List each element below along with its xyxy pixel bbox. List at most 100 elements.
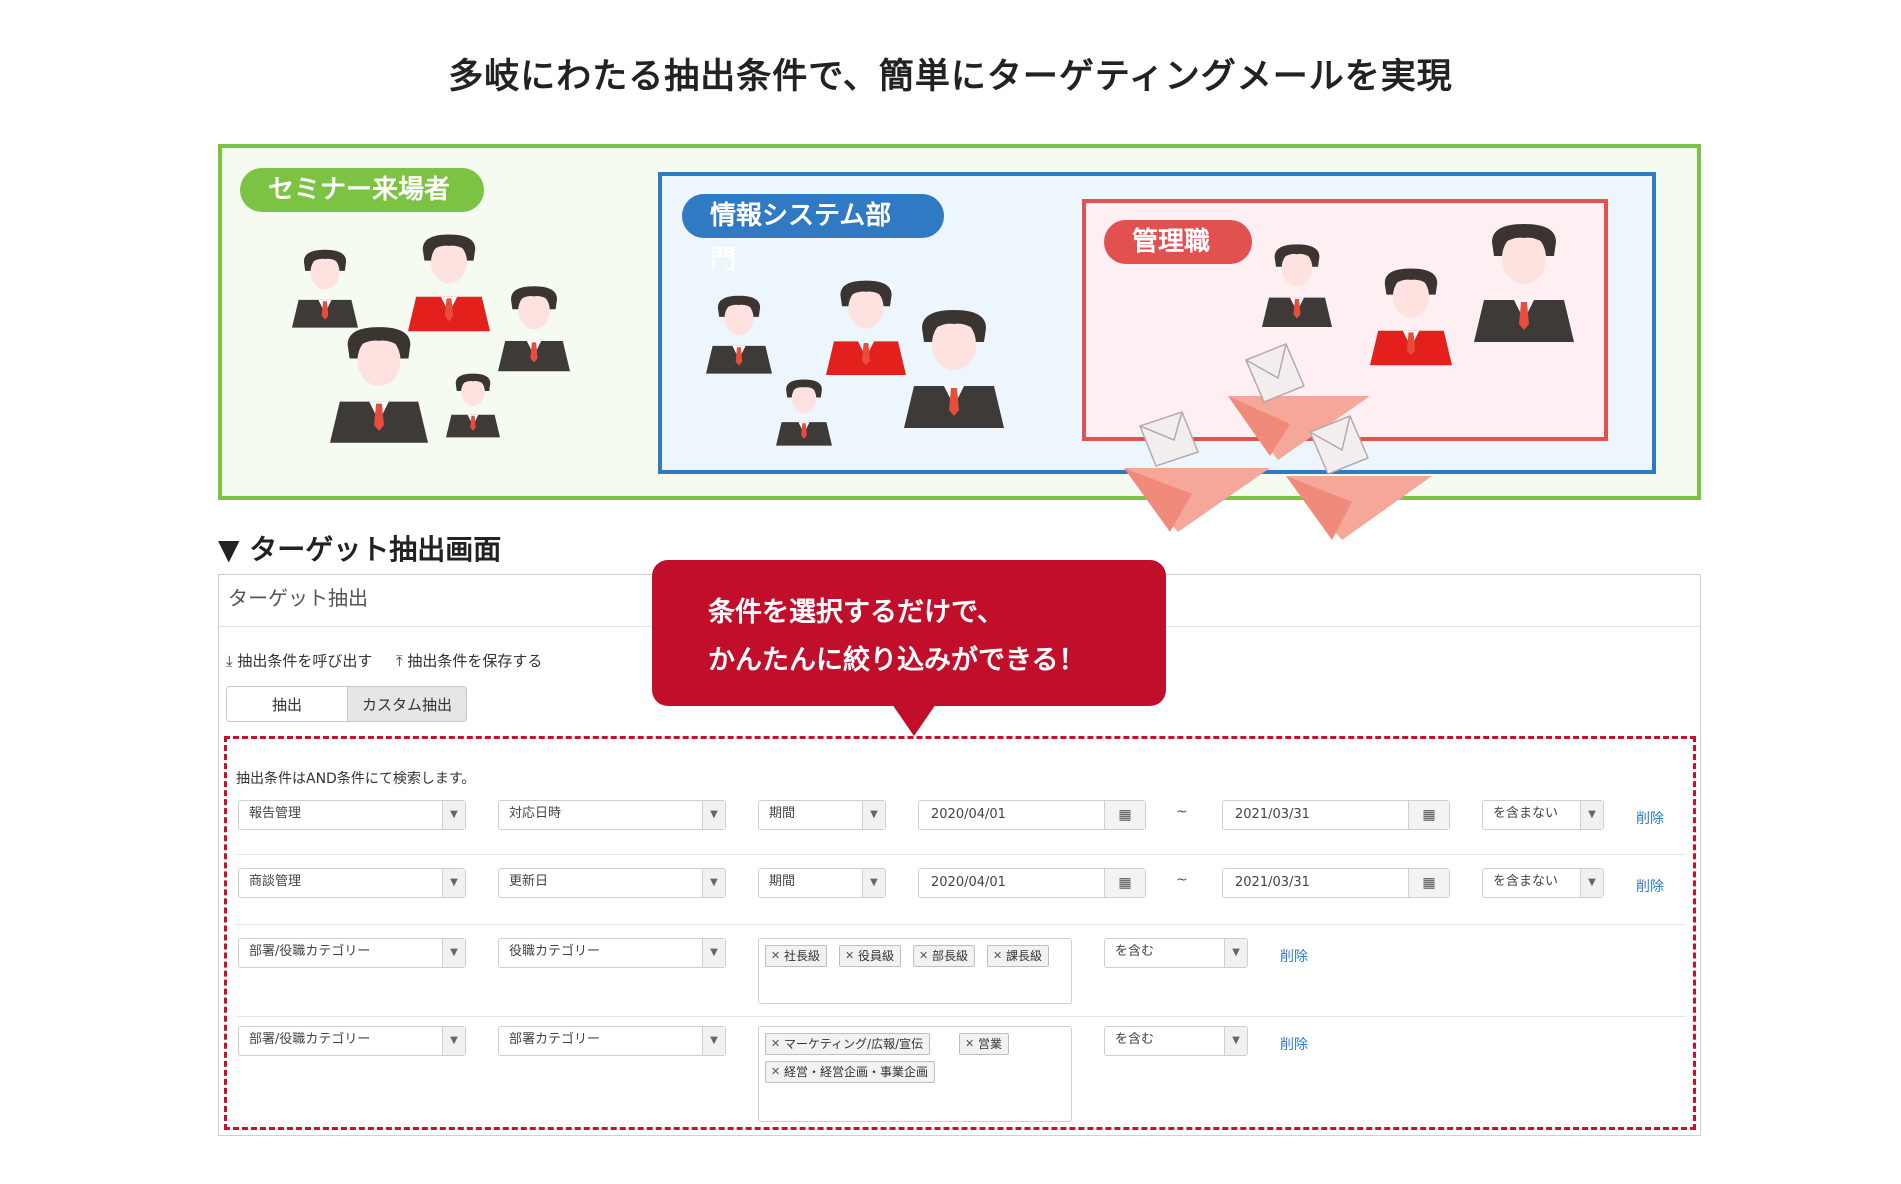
panel-title: ターゲット抽出 bbox=[228, 586, 368, 610]
selected-tag: ✕マーケティング/広報/宣伝 bbox=[765, 1033, 931, 1055]
businessperson-icon bbox=[408, 230, 490, 334]
businessperson-icon bbox=[706, 292, 772, 376]
delete-condition-link[interactable]: 削除 bbox=[1280, 949, 1308, 965]
remove-x-icon[interactable]: ✕ bbox=[965, 1037, 975, 1050]
range-tilde: ~ bbox=[1176, 804, 1188, 820]
download-icon: ⤓ bbox=[226, 652, 233, 670]
calendar-icon[interactable]: ▦ bbox=[1408, 869, 1449, 897]
date-to-input[interactable]: 2021/03/31 ▦ bbox=[1222, 800, 1450, 830]
it-dept-group-label: 情報システム部門 bbox=[682, 194, 944, 275]
selected-tag: ✕役員級 bbox=[839, 945, 902, 967]
row-divider bbox=[236, 924, 1686, 925]
select-value: 部署/役職カテゴリー bbox=[249, 1032, 371, 1047]
calendar-icon[interactable]: ▦ bbox=[1104, 869, 1145, 897]
select-value: 報告管理 bbox=[249, 806, 302, 821]
condition-field-select[interactable]: 部署カテゴリー▼ bbox=[498, 1026, 726, 1056]
tab-extract[interactable]: 抽出 bbox=[226, 686, 348, 722]
condition-category-select[interactable]: 商談管理 ▼ bbox=[238, 868, 466, 898]
include-mode-select[interactable]: を含まない ▼ bbox=[1482, 868, 1604, 898]
tag-select-box[interactable]: ✕社長級 ✕役員級 ✕部長級 ✕課長級 bbox=[758, 938, 1072, 1004]
date-value: 2021/03/31 bbox=[1235, 875, 1310, 890]
date-value: 2021/03/31 bbox=[1235, 807, 1310, 822]
tag-label: 営業 bbox=[978, 1037, 1003, 1051]
businessperson-icon bbox=[498, 282, 570, 374]
calendar-icon[interactable]: ▦ bbox=[1408, 801, 1449, 829]
tag-label: マーケティング/広報/宣伝 bbox=[784, 1037, 924, 1051]
dropdown-arrow-icon: ▼ bbox=[702, 939, 725, 967]
condition-category-select[interactable]: 部署/役職カテゴリー▼ bbox=[238, 1026, 466, 1056]
page-headline: 多岐にわたる抽出条件で、簡単にターゲティングメールを実現 bbox=[448, 57, 1453, 97]
select-value: を含まない bbox=[1493, 806, 1559, 821]
delete-condition-link[interactable]: 削除 bbox=[1636, 811, 1664, 827]
condition-field-select[interactable]: 対応日時▼ bbox=[498, 800, 726, 830]
highlight-dashed-area bbox=[224, 736, 1696, 1130]
dropdown-arrow-icon: ▼ bbox=[442, 801, 465, 829]
row-divider bbox=[236, 1016, 1686, 1017]
select-value: を含まない bbox=[1493, 874, 1559, 889]
include-mode-select[interactable]: を含まない ▼ bbox=[1482, 800, 1604, 830]
dropdown-arrow-icon: ▼ bbox=[442, 869, 465, 897]
include-mode-select[interactable]: を含む ▼ bbox=[1104, 938, 1248, 968]
dropdown-arrow-icon: ▼ bbox=[1224, 1027, 1247, 1055]
select-value: 役職カテゴリー bbox=[509, 944, 601, 959]
remove-x-icon[interactable]: ✕ bbox=[919, 949, 929, 962]
date-value: 2020/04/01 bbox=[931, 807, 1006, 822]
select-value: 期間 bbox=[769, 874, 796, 889]
tab-custom-extract[interactable]: カスタム抽出 bbox=[347, 686, 467, 722]
condition-category-select[interactable]: 報告管理 ▼ bbox=[238, 800, 466, 830]
delete-condition-link[interactable]: 削除 bbox=[1280, 1037, 1308, 1053]
select-value: 部署/役職カテゴリー bbox=[249, 944, 371, 959]
selected-tag: ✕課長級 bbox=[987, 945, 1050, 967]
select-value: 期間 bbox=[769, 806, 796, 821]
businessperson-icon bbox=[826, 276, 906, 378]
select-value: 対応日時 bbox=[509, 806, 562, 821]
load-conditions-link[interactable]: ⤓ 抽出条件を呼び出す bbox=[226, 650, 372, 671]
condition-field-select[interactable]: 更新日▼ bbox=[498, 868, 726, 898]
date-from-input[interactable]: 2020/04/01 ▦ bbox=[918, 800, 1146, 830]
condition-operator-select[interactable]: 期間 ▼ bbox=[758, 800, 886, 830]
save-conditions-link[interactable]: ⤒ 抽出条件を保存する bbox=[396, 650, 542, 671]
condition-category-select[interactable]: 部署/役職カテゴリー ▼ bbox=[238, 938, 466, 968]
dropdown-arrow-icon: ▼ bbox=[862, 801, 885, 829]
businessperson-icon bbox=[446, 370, 500, 440]
condition-operator-select[interactable]: 期間▼ bbox=[758, 868, 886, 898]
select-value: 商談管理 bbox=[249, 874, 302, 889]
section-title: ▼ ターゲット抽出画面 bbox=[218, 533, 502, 566]
calendar-icon[interactable]: ▦ bbox=[1104, 801, 1145, 829]
dropdown-arrow-icon: ▼ bbox=[1224, 939, 1247, 967]
date-from-input[interactable]: 2020/04/01 ▦ bbox=[918, 868, 1146, 898]
dropdown-arrow-icon: ▼ bbox=[1580, 869, 1603, 897]
upload-icon: ⤒ bbox=[396, 652, 403, 670]
selected-tag: ✕部長級 bbox=[913, 945, 976, 967]
dropdown-arrow-icon: ▼ bbox=[702, 869, 725, 897]
range-tilde: ~ bbox=[1176, 872, 1188, 888]
dropdown-arrow-icon: ▼ bbox=[702, 1027, 725, 1055]
tag-label: 社長級 bbox=[784, 949, 821, 963]
select-value: を含む bbox=[1115, 944, 1155, 959]
and-condition-note: 抽出条件はAND条件にて検索します。 bbox=[236, 771, 476, 787]
remove-x-icon[interactable]: ✕ bbox=[771, 1065, 781, 1078]
remove-x-icon[interactable]: ✕ bbox=[771, 1037, 781, 1050]
date-value: 2020/04/01 bbox=[931, 875, 1006, 890]
row-divider bbox=[236, 854, 1686, 855]
tag-label: 課長級 bbox=[1006, 949, 1043, 963]
selected-tag: ✕営業 bbox=[959, 1033, 1010, 1055]
remove-x-icon[interactable]: ✕ bbox=[993, 949, 1003, 962]
tag-select-box[interactable]: ✕マーケティング/広報/宣伝 ✕営業 ✕経営・経営企画・事業企画 bbox=[758, 1026, 1072, 1122]
delete-condition-link[interactable]: 削除 bbox=[1636, 879, 1664, 895]
dropdown-arrow-icon: ▼ bbox=[1580, 801, 1603, 829]
tag-label: 部長級 bbox=[932, 949, 969, 963]
select-value: を含む bbox=[1115, 1032, 1155, 1047]
remove-x-icon[interactable]: ✕ bbox=[845, 949, 855, 962]
tag-label: 役員級 bbox=[858, 949, 895, 963]
date-to-input[interactable]: 2021/03/31 ▦ bbox=[1222, 868, 1450, 898]
save-conditions-label: 抽出条件を保存する bbox=[407, 652, 543, 670]
dropdown-arrow-icon: ▼ bbox=[442, 939, 465, 967]
businessperson-icon bbox=[1262, 240, 1332, 330]
remove-x-icon[interactable]: ✕ bbox=[771, 949, 781, 962]
envelope-icon bbox=[1139, 343, 1369, 475]
paper-plane-icon bbox=[1124, 343, 1432, 540]
condition-field-select[interactable]: 役職カテゴリー ▼ bbox=[498, 938, 726, 968]
include-mode-select[interactable]: を含む ▼ bbox=[1104, 1026, 1248, 1056]
businessperson-icon bbox=[904, 304, 1004, 432]
